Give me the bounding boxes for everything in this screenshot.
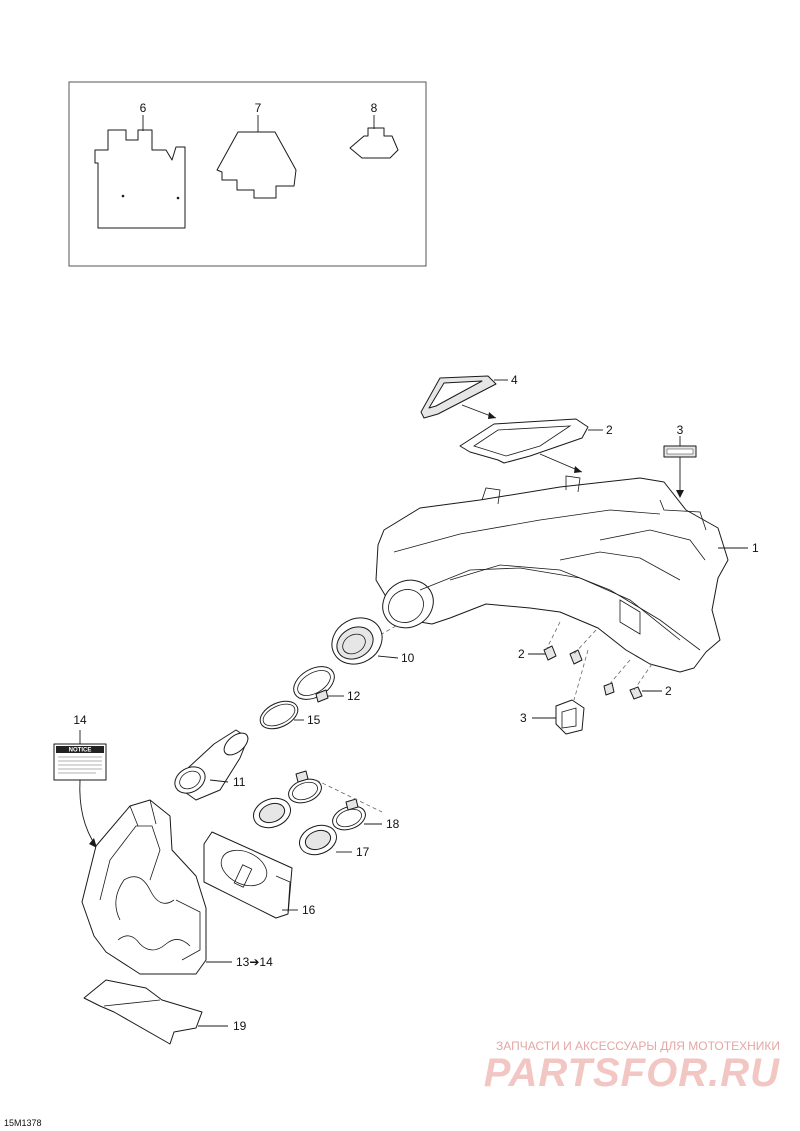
part-14-notice-decal: NOTICE [53, 730, 107, 848]
callout-9: 8 [371, 101, 378, 115]
callout-10: 10 [401, 651, 415, 665]
part-19-foam-pad [83, 979, 228, 1045]
callout-12: 12 [347, 689, 361, 703]
callout-11: 11 [233, 775, 246, 789]
callout-16: 16 [302, 903, 316, 917]
watermark-tagline: ЗАПЧАСТИ И АКСЕССУАРЫ ДЛЯ МОТОТЕХНИКИ [496, 1039, 780, 1053]
callout-5: 3 [677, 423, 684, 437]
notice-title: NOTICE [69, 748, 92, 754]
part-12-clamp [293, 666, 344, 703]
callout-13: 13➔14 [236, 955, 273, 969]
part-13-silencer [81, 799, 232, 975]
callout-18: 18 [386, 817, 400, 831]
part-10-adaptor-ring [331, 617, 399, 665]
part-1-air-box [375, 475, 748, 673]
callout-15: 15 [307, 713, 321, 727]
callout-14: 14 [73, 713, 87, 727]
drawing-id: 15M1378 [4, 1118, 42, 1128]
part-4-air-box-cover [459, 418, 603, 473]
part-2-clips [528, 621, 662, 700]
watermark: ЗАПЧАСТИ И АКСЕССУАРЫ ДЛЯ МОТОТЕХНИКИ PA… [484, 1039, 780, 1095]
part-16-plate [203, 831, 298, 919]
part-15-o-ring [259, 700, 304, 730]
part-17-sleeves [253, 797, 352, 856]
inset-frame [68, 81, 427, 267]
part-7-foam-pad [94, 115, 186, 229]
callout-6: 4 [511, 373, 518, 387]
callout-19: 19 [233, 1019, 247, 1033]
callout-8: 7 [255, 101, 262, 115]
callout-17: 17 [356, 845, 370, 859]
callout-1: 1 [752, 541, 759, 555]
part-8-foam-pad [216, 115, 297, 199]
part-9-foam-pad [349, 115, 399, 159]
callout-4: 2 [606, 423, 613, 437]
part-18-clamps [288, 770, 383, 831]
callout-2-left: 2 [518, 647, 525, 661]
callout-2-right: 2 [665, 684, 672, 698]
callout-3: 3 [520, 711, 527, 725]
watermark-logo: PARTSFOR.RU [484, 1051, 780, 1095]
part-11-intake-duct [174, 729, 249, 801]
part-5-label [663, 436, 697, 498]
callout-7: 6 [140, 101, 147, 115]
callout-labels: 6 7 8 4 2 3 1 2 2 3 10 12 15 14 11 18 17… [73, 101, 759, 1033]
part-3-bracket [532, 649, 589, 735]
part-6-seal-frame [420, 375, 508, 419]
